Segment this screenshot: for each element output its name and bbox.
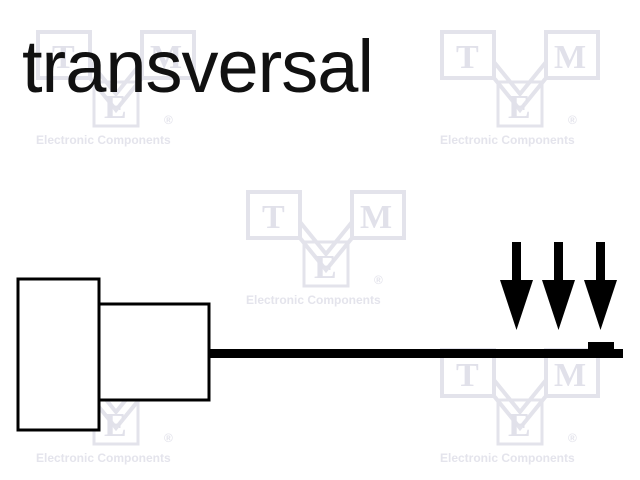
watermark-letter-e: E bbox=[104, 89, 127, 126]
watermark-logo-3: T M E ® Electronic Components bbox=[246, 190, 406, 307]
watermark-logo-2: T M E ® Electronic Components bbox=[440, 30, 600, 147]
watermark-logo-5: T M E ® Electronic Components bbox=[440, 348, 600, 465]
connector-body bbox=[16, 277, 101, 432]
watermark-letter-e: E bbox=[104, 407, 127, 444]
watermark-logo-1: T M E ® Electronic Components bbox=[36, 30, 196, 147]
sensing-element bbox=[588, 342, 614, 351]
field-arrow-1 bbox=[500, 242, 533, 330]
watermark-letter-t: T bbox=[52, 39, 75, 76]
watermark-letter-m: M bbox=[360, 199, 392, 236]
watermark-letter-t: T bbox=[456, 357, 479, 394]
sensor-housing bbox=[97, 302, 211, 402]
watermark-registered: ® bbox=[164, 113, 173, 127]
watermark-caption: Electronic Components bbox=[246, 293, 381, 307]
watermark-caption: Electronic Components bbox=[36, 133, 171, 147]
watermark-letter-m: M bbox=[554, 357, 586, 394]
field-arrow-3 bbox=[584, 242, 617, 330]
watermark-letter-m: M bbox=[150, 39, 182, 76]
field-arrow-2 bbox=[542, 242, 575, 330]
watermark-letter-e: E bbox=[314, 249, 337, 286]
watermark-caption: Electronic Components bbox=[36, 451, 171, 465]
watermark-registered: ® bbox=[374, 273, 383, 287]
watermark-registered: ® bbox=[568, 431, 577, 445]
watermark-caption: Electronic Components bbox=[440, 133, 575, 147]
page-title: transversal bbox=[22, 25, 374, 108]
watermark-letter-e: E bbox=[508, 89, 531, 126]
watermark-letter-t: T bbox=[456, 39, 479, 76]
watermark-letter-e: E bbox=[508, 407, 531, 444]
probe-line bbox=[209, 349, 623, 358]
watermark-caption: Electronic Components bbox=[440, 451, 575, 465]
watermark-letter-t: T bbox=[262, 199, 285, 236]
watermark-letter-m: M bbox=[554, 39, 586, 76]
watermark-registered: ® bbox=[164, 431, 173, 445]
watermark-registered: ® bbox=[568, 113, 577, 127]
